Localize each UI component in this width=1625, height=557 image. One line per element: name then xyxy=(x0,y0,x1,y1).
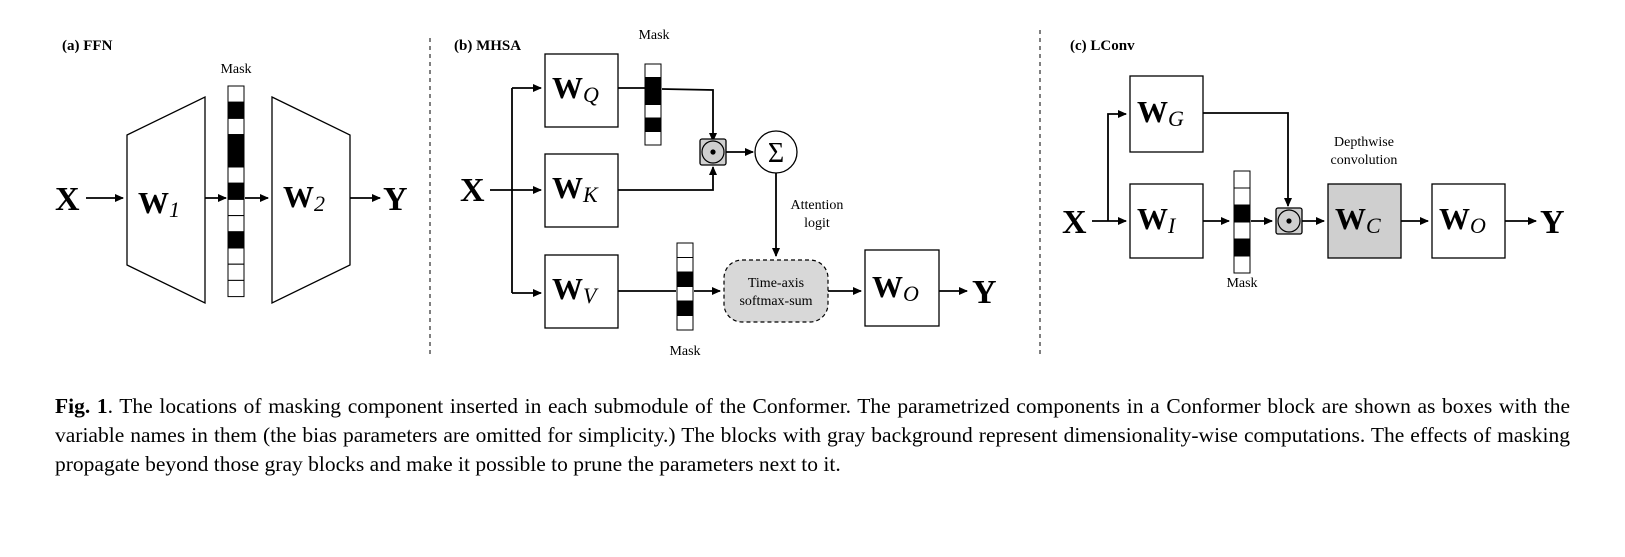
lconv-depthwise-label-2: convolution xyxy=(1331,153,1398,168)
lconv-arrow-wg-odot xyxy=(1203,112,1292,207)
caption-text: . The locations of masking component ins… xyxy=(55,394,1570,476)
ffn-w2-trapezoid xyxy=(271,95,351,305)
ffn-mask-label: Mask xyxy=(220,62,251,77)
ffn-mask-vector xyxy=(227,85,245,298)
mask-cell xyxy=(227,150,245,168)
ffn-w1-trapezoid xyxy=(126,95,206,305)
mask-cell xyxy=(227,279,245,298)
ffn-output-y: Y xyxy=(383,181,408,218)
panel-title-mhsa: (b) MHSA xyxy=(454,38,521,54)
mhsa-arrow-wk-odot xyxy=(618,166,717,191)
mhsa-mask-top-label: Mask xyxy=(638,28,669,43)
mask-cell xyxy=(1233,221,1251,240)
mhsa-wk-box xyxy=(544,153,619,228)
mhsa-odot-circle xyxy=(701,140,725,164)
panel-ffn: (a) FFN X W1 Mask W2 Y xyxy=(55,38,408,305)
mhsa-wv-box xyxy=(544,254,619,329)
mask-cell xyxy=(227,117,245,136)
lconv-input-x: X xyxy=(1062,204,1087,241)
mhsa-wo-label: WO xyxy=(872,269,919,306)
lconv-wo-label: WO xyxy=(1439,201,1486,238)
lconv-wo-box xyxy=(1431,183,1506,259)
mask-cell xyxy=(1233,255,1251,274)
lconv-mask-vector xyxy=(1233,170,1251,274)
mask-cell xyxy=(227,247,245,265)
ffn-input-x: X xyxy=(55,181,80,218)
mask-cell xyxy=(644,77,662,92)
mask-cell xyxy=(644,104,662,119)
panel-title-ffn: (a) FFN xyxy=(62,38,113,54)
mask-cell xyxy=(676,315,694,331)
mask-cell xyxy=(227,85,245,103)
mhsa-wq-box xyxy=(544,53,619,128)
lconv-wg-label: WG xyxy=(1137,94,1184,131)
mask-cell xyxy=(676,286,694,302)
lconv-odot-icon xyxy=(1286,218,1292,224)
figure-diagram: (a) FFN X W1 Mask W2 Y (b) MHSA X WQ WK … xyxy=(55,28,1565,359)
mhsa-wq-label: WQ xyxy=(552,70,599,107)
mask-cell xyxy=(227,198,245,217)
mhsa-wv-label: WV xyxy=(552,271,599,308)
lconv-wg-box xyxy=(1129,75,1204,153)
panel-title-lconv: (c) LConv xyxy=(1070,38,1135,54)
mask-cell xyxy=(676,257,694,273)
mhsa-output-y: Y xyxy=(972,274,997,311)
mask-cell xyxy=(644,63,662,78)
mask-cell xyxy=(1233,204,1251,223)
lconv-mask-label: Mask xyxy=(1226,276,1257,291)
lconv-odot-circle xyxy=(1277,209,1301,233)
mhsa-mask-top-vector xyxy=(644,63,662,146)
mask-cell xyxy=(227,231,245,249)
caption-label: Fig. 1 xyxy=(55,394,108,418)
mask-cell xyxy=(644,131,662,146)
lconv-arrow-wg xyxy=(1107,110,1127,221)
mhsa-wo-box xyxy=(864,249,940,327)
mask-cell xyxy=(644,90,662,105)
mask-cell xyxy=(227,101,245,119)
ffn-w1-label: W1 xyxy=(138,185,180,222)
mhsa-sum-icon: Σ xyxy=(768,138,784,169)
mhsa-wk-label: WK xyxy=(552,170,599,207)
mask-cell xyxy=(1233,170,1251,189)
figure-caption: Fig. 1. The locations of masking compone… xyxy=(55,392,1570,479)
mhsa-softmax-box xyxy=(723,259,829,323)
lconv-depthwise-label-1: Depthwise xyxy=(1334,135,1394,150)
lconv-wc-box xyxy=(1327,183,1402,259)
mask-cell xyxy=(227,166,245,184)
mask-cell xyxy=(227,215,245,233)
mhsa-arrow-mask-odot xyxy=(661,88,717,142)
mask-cell xyxy=(676,242,694,258)
mhsa-attention-label-2: logit xyxy=(804,216,830,231)
mhsa-odot-icon xyxy=(710,149,716,155)
lconv-wi-label: WI xyxy=(1137,201,1177,238)
mhsa-attention-label-1: Attention xyxy=(791,198,844,213)
mask-cell xyxy=(676,271,694,287)
mask-cell xyxy=(644,117,662,132)
lconv-wi-box xyxy=(1129,183,1204,259)
mhsa-mask-bottom-label: Mask xyxy=(669,344,700,359)
mask-cell xyxy=(1233,238,1251,257)
panel-mhsa: (b) MHSA X WQ WK WV Mask Σ Attention log… xyxy=(454,28,997,359)
mhsa-softmax-label-1: Time-axis xyxy=(748,276,804,291)
mask-cell xyxy=(676,300,694,316)
lconv-wc-label: WC xyxy=(1335,201,1381,238)
mask-cell xyxy=(227,182,245,200)
mhsa-mask-bottom-vector xyxy=(676,242,694,331)
mask-cell xyxy=(227,134,245,152)
ffn-w2-label: W2 xyxy=(283,179,325,216)
mask-cell xyxy=(1233,187,1251,206)
mhsa-softmax-label-2: softmax-sum xyxy=(739,294,812,309)
mhsa-input-x: X xyxy=(460,172,485,209)
lconv-output-y: Y xyxy=(1540,204,1565,241)
mask-cell xyxy=(227,263,245,281)
panel-lconv: (c) LConv X WG WI Mask Depthwise convolu… xyxy=(1062,38,1565,291)
